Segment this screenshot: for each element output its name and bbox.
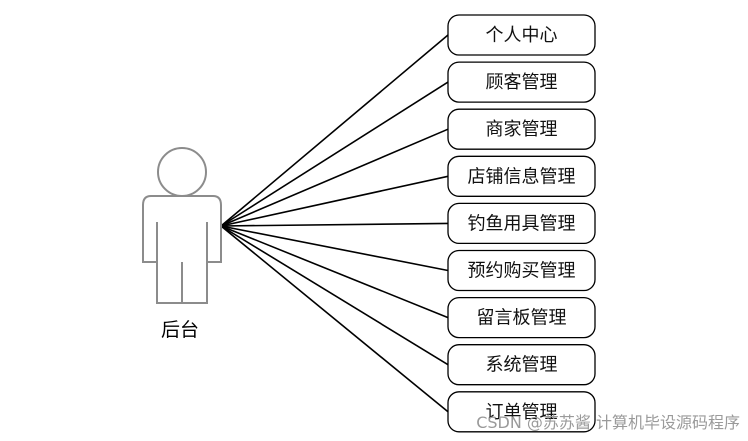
use-case-list: 个人中心顾客管理商家管理店铺信息管理钓鱼用具管理预约购买管理留言板管理系统管理订… [447, 14, 596, 433]
use-case-label: 商家管理 [486, 119, 558, 140]
use-case: 预约购买管理 [447, 249, 596, 292]
use-case: 个人中心 [447, 14, 596, 56]
use-case-label: 订单管理 [486, 402, 558, 423]
use-case-box [447, 202, 596, 245]
association-line [220, 81, 449, 227]
use-case-box [447, 61, 596, 103]
use-case-box [447, 155, 596, 197]
association-lines [220, 34, 449, 413]
association-line [220, 34, 449, 227]
use-case-label: 钓鱼用具管理 [468, 213, 576, 234]
use-case-label: 顾客管理 [486, 72, 558, 93]
association-line [220, 225, 449, 413]
use-case: 店铺信息管理 [447, 155, 596, 197]
use-case-label: 店铺信息管理 [468, 166, 576, 187]
association-line [220, 225, 449, 366]
use-case-box [447, 391, 596, 433]
use-case: 商家管理 [447, 108, 596, 150]
use-case-box [447, 249, 596, 292]
use-case-box [447, 296, 596, 339]
use-case-box [447, 344, 596, 386]
use-case-label: 留言板管理 [477, 308, 567, 329]
association-line [220, 225, 449, 272]
actor-head [157, 147, 207, 197]
use-case: 钓鱼用具管理 [447, 202, 596, 245]
actor-label: 后台 [161, 319, 199, 341]
association-line [220, 225, 449, 319]
actor-body [142, 195, 222, 304]
use-case: 系统管理 [447, 344, 596, 386]
use-case: 留言板管理 [447, 296, 596, 339]
use-case: 订单管理 [447, 391, 596, 433]
use-case-box [447, 108, 596, 150]
use-case-label: 系统管理 [486, 355, 558, 376]
association-line [220, 222, 449, 227]
use-case-label: 预约购买管理 [468, 261, 576, 282]
use-case-box [447, 14, 596, 56]
actor-figure [142, 147, 222, 304]
watermark: CSDN @苏苏酱 计算机毕设源码程序 [476, 413, 740, 432]
association-line [220, 175, 449, 227]
use-case-label: 个人中心 [486, 25, 558, 46]
use-case: 顾客管理 [447, 61, 596, 103]
association-line [220, 128, 449, 227]
